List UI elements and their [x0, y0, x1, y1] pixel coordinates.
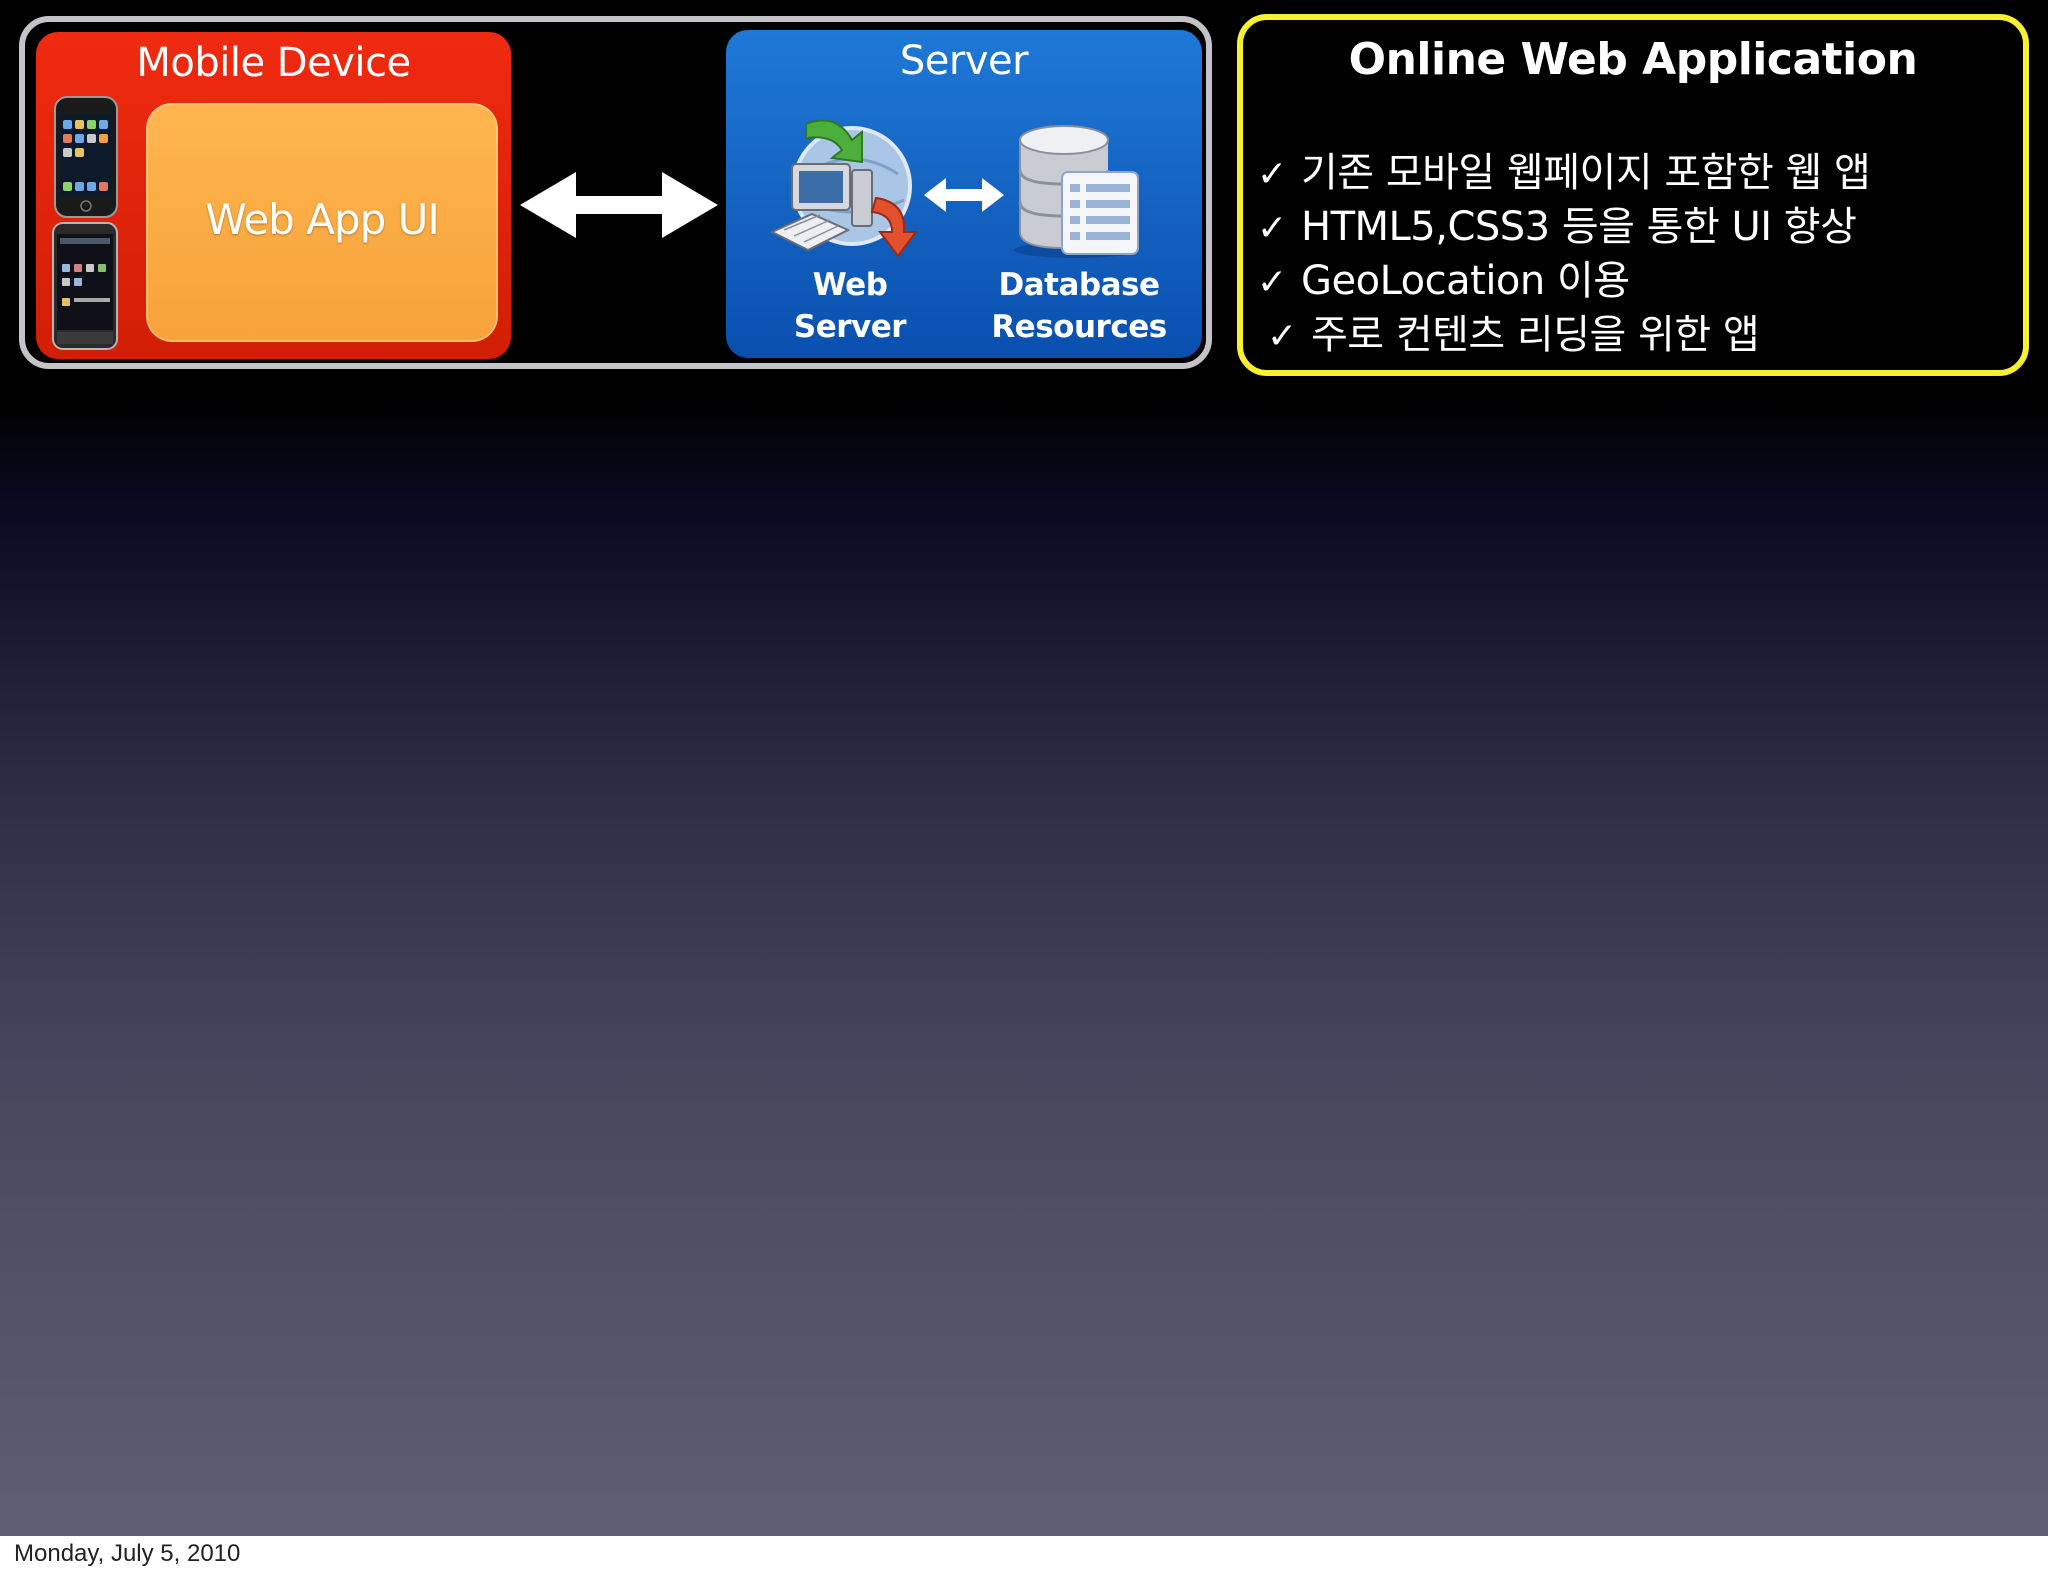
architecture-frame — [19, 16, 1212, 369]
web-server-label-line2: Server — [793, 309, 907, 345]
check-icon: ✓ — [1257, 154, 1287, 195]
database-label-line2: Resources — [991, 309, 1167, 345]
list-item-text: 주로 컨텐츠 리딩을 위한 앱 — [1311, 312, 1760, 358]
web-server-label: Web Server — [770, 264, 930, 348]
database-label-line1: Database — [998, 267, 1160, 303]
list-item-text: GeoLocation 이용 — [1301, 258, 1630, 304]
check-icon: ✓ — [1257, 262, 1287, 303]
slide: Mobile Device — [0, 0, 2048, 1536]
web-server-label-line1: Web — [812, 267, 888, 303]
list-item: ✓ 기존 모바일 웹페이지 포함한 웹 앱 — [1257, 146, 1871, 200]
list-item: ✓ 주로 컨텐츠 리딩을 위한 앱 — [1257, 308, 1870, 362]
list-item-text: HTML5,CSS3 등을 통한 UI 향상 — [1301, 204, 1857, 250]
small-bidirectional-arrow-icon — [924, 178, 1004, 212]
check-icon: ✓ — [1267, 316, 1297, 357]
smartphone-android-icon — [52, 222, 118, 350]
list-item: ✓ HTML5,CSS3 등을 통한 UI 향상 — [1257, 200, 1870, 254]
check-icon: ✓ — [1257, 208, 1287, 249]
list-item: ✓ GeoLocation 이용 — [1257, 254, 1870, 308]
server-title: Server — [899, 38, 1029, 84]
feature-list: ✓ 기존 모바일 웹페이지 포함한 웹 앱 ✓ HTML5,CSS3 등을 통한 U… — [1257, 146, 1871, 362]
bidirectional-arrow-icon — [520, 172, 718, 238]
web-app-ui-label: Web App UI — [205, 195, 439, 244]
database-label: Database Resources — [974, 264, 1184, 348]
mobile-device-title: Mobile Device — [136, 40, 411, 86]
list-item-text: 기존 모바일 웹페이지 포함한 웹 앱 — [1301, 150, 1871, 196]
web-app-ui-panel: Web App UI — [146, 103, 498, 342]
smartphone-iphone-icon — [54, 96, 118, 218]
web-server-icon — [769, 119, 918, 258]
mobile-device-box: Mobile Device — [36, 32, 511, 359]
online-web-application-box: Online Web Application ✓ 기존 모바일 웹페이지 포함한 … — [1237, 14, 2029, 376]
info-title: Online Web Application — [1348, 34, 1918, 85]
database-icon — [1014, 125, 1139, 258]
server-box: Server — [726, 30, 1202, 358]
footer-date: Monday, July 5, 2010 — [14, 1540, 241, 1567]
